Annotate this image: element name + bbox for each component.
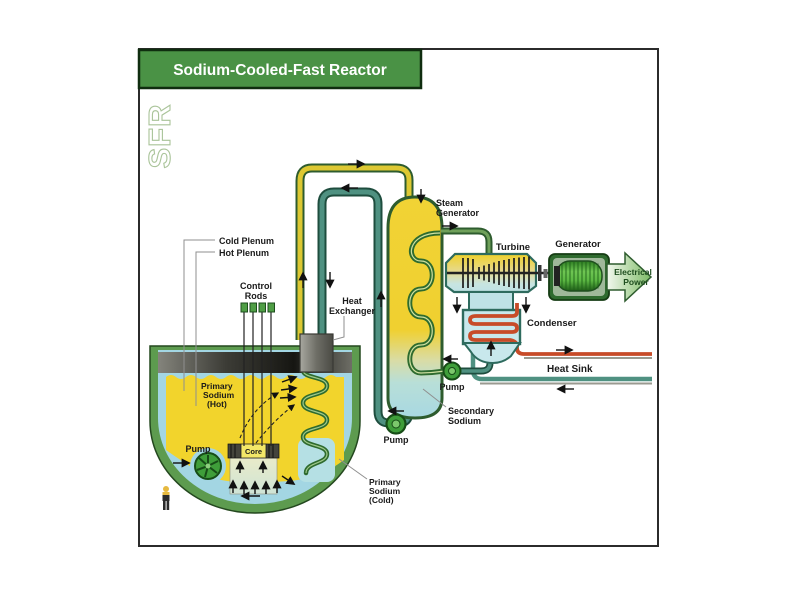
rotor-end-cap (554, 266, 560, 286)
control-rods-label-2: Rods (245, 291, 268, 301)
cold-plenum-label: Cold Plenum (219, 236, 274, 246)
secondary-sodium-pump (385, 413, 407, 435)
steam-generator-label-1: Steam (436, 198, 463, 208)
primary-sodium-hot-label-2: Sodium (203, 390, 235, 400)
control-rod-heads (240, 302, 275, 313)
electrical-power-arrow: Electrical Power (606, 251, 653, 303)
hot-pool-flow-arrows (239, 375, 298, 444)
generator-rotor (555, 260, 603, 292)
primary-sodium-hot-label-3: (Hot) (207, 399, 227, 409)
primary-pump (190, 448, 226, 484)
pointer-lines (183, 239, 447, 480)
control-rods (240, 302, 275, 446)
primary-sodium-cold-label-2: Sodium (369, 486, 401, 496)
shield-hatching (230, 444, 274, 458)
steam-pipe (441, 227, 493, 257)
turbine-exhaust-duct (468, 291, 514, 312)
header-bar-rect (137, 48, 423, 90)
sg-water-coil-highlight (409, 232, 445, 374)
scale-person-icon (162, 486, 170, 510)
primary-pump-label: Pump (185, 444, 211, 454)
turbine-label: Turbine (496, 242, 530, 253)
feedwater-pump (442, 361, 462, 381)
hx-top-plenum (299, 333, 334, 373)
rotor-winding-lines (561, 262, 599, 290)
power-arrow-icon (606, 251, 653, 303)
core-label: Core (245, 447, 262, 456)
heat-exchanger-label-2: Exchanger (329, 306, 376, 316)
control-rod-stems (243, 312, 272, 446)
core-flow-arrows (173, 458, 296, 501)
header-bar: Sodium-Cooled-Fast Reactor (137, 48, 423, 90)
electrical-power-label-1: Electrical (614, 267, 652, 277)
secondary-pump-label: Pump (383, 435, 409, 445)
generator-label: Generator (555, 239, 601, 250)
condenser (461, 303, 652, 365)
heat-sink-label: Heat Sink (547, 364, 593, 375)
hot-plenum-label: Hot Plenum (219, 248, 269, 258)
page-title: Sodium-Cooled-Fast Reactor (173, 62, 387, 79)
secondary-sodium-label-2: Sodium (448, 416, 481, 426)
secondary-sodium-hot-leg-pipe (295, 163, 414, 340)
steam-generator (386, 195, 445, 420)
turbine (444, 252, 556, 312)
core-lower-panel (229, 457, 278, 495)
control-rods-label-1: Control (240, 281, 272, 291)
primary-sodium-cold-label-3: (Cold) (369, 495, 394, 505)
generator-unit (548, 253, 610, 301)
primary-sodium-cold-label-1: Primary (369, 477, 401, 487)
heat-exchanger-label-1: Heat (342, 296, 362, 306)
pipe-flow-arrows (298, 159, 574, 416)
sfr-watermark: SFR (142, 104, 177, 169)
core-assembly: Core (227, 443, 280, 495)
feedwater-pump-label: Pump (439, 382, 465, 392)
condenser-label: Condenser (527, 318, 577, 329)
diagram-labels: Cold Plenum Hot Plenum Control Rods Heat… (185, 198, 601, 505)
steam-generator-shell (386, 195, 444, 420)
steam-generator-label-2: Generator (436, 208, 480, 218)
impeller-hub (205, 463, 211, 469)
primary-sodium-hot-label-1: Primary (201, 381, 233, 391)
secondary-sodium-label-1: Secondary (448, 406, 494, 416)
electrical-power-label-2: Power (623, 277, 649, 287)
condenser-hotwell (461, 342, 522, 365)
